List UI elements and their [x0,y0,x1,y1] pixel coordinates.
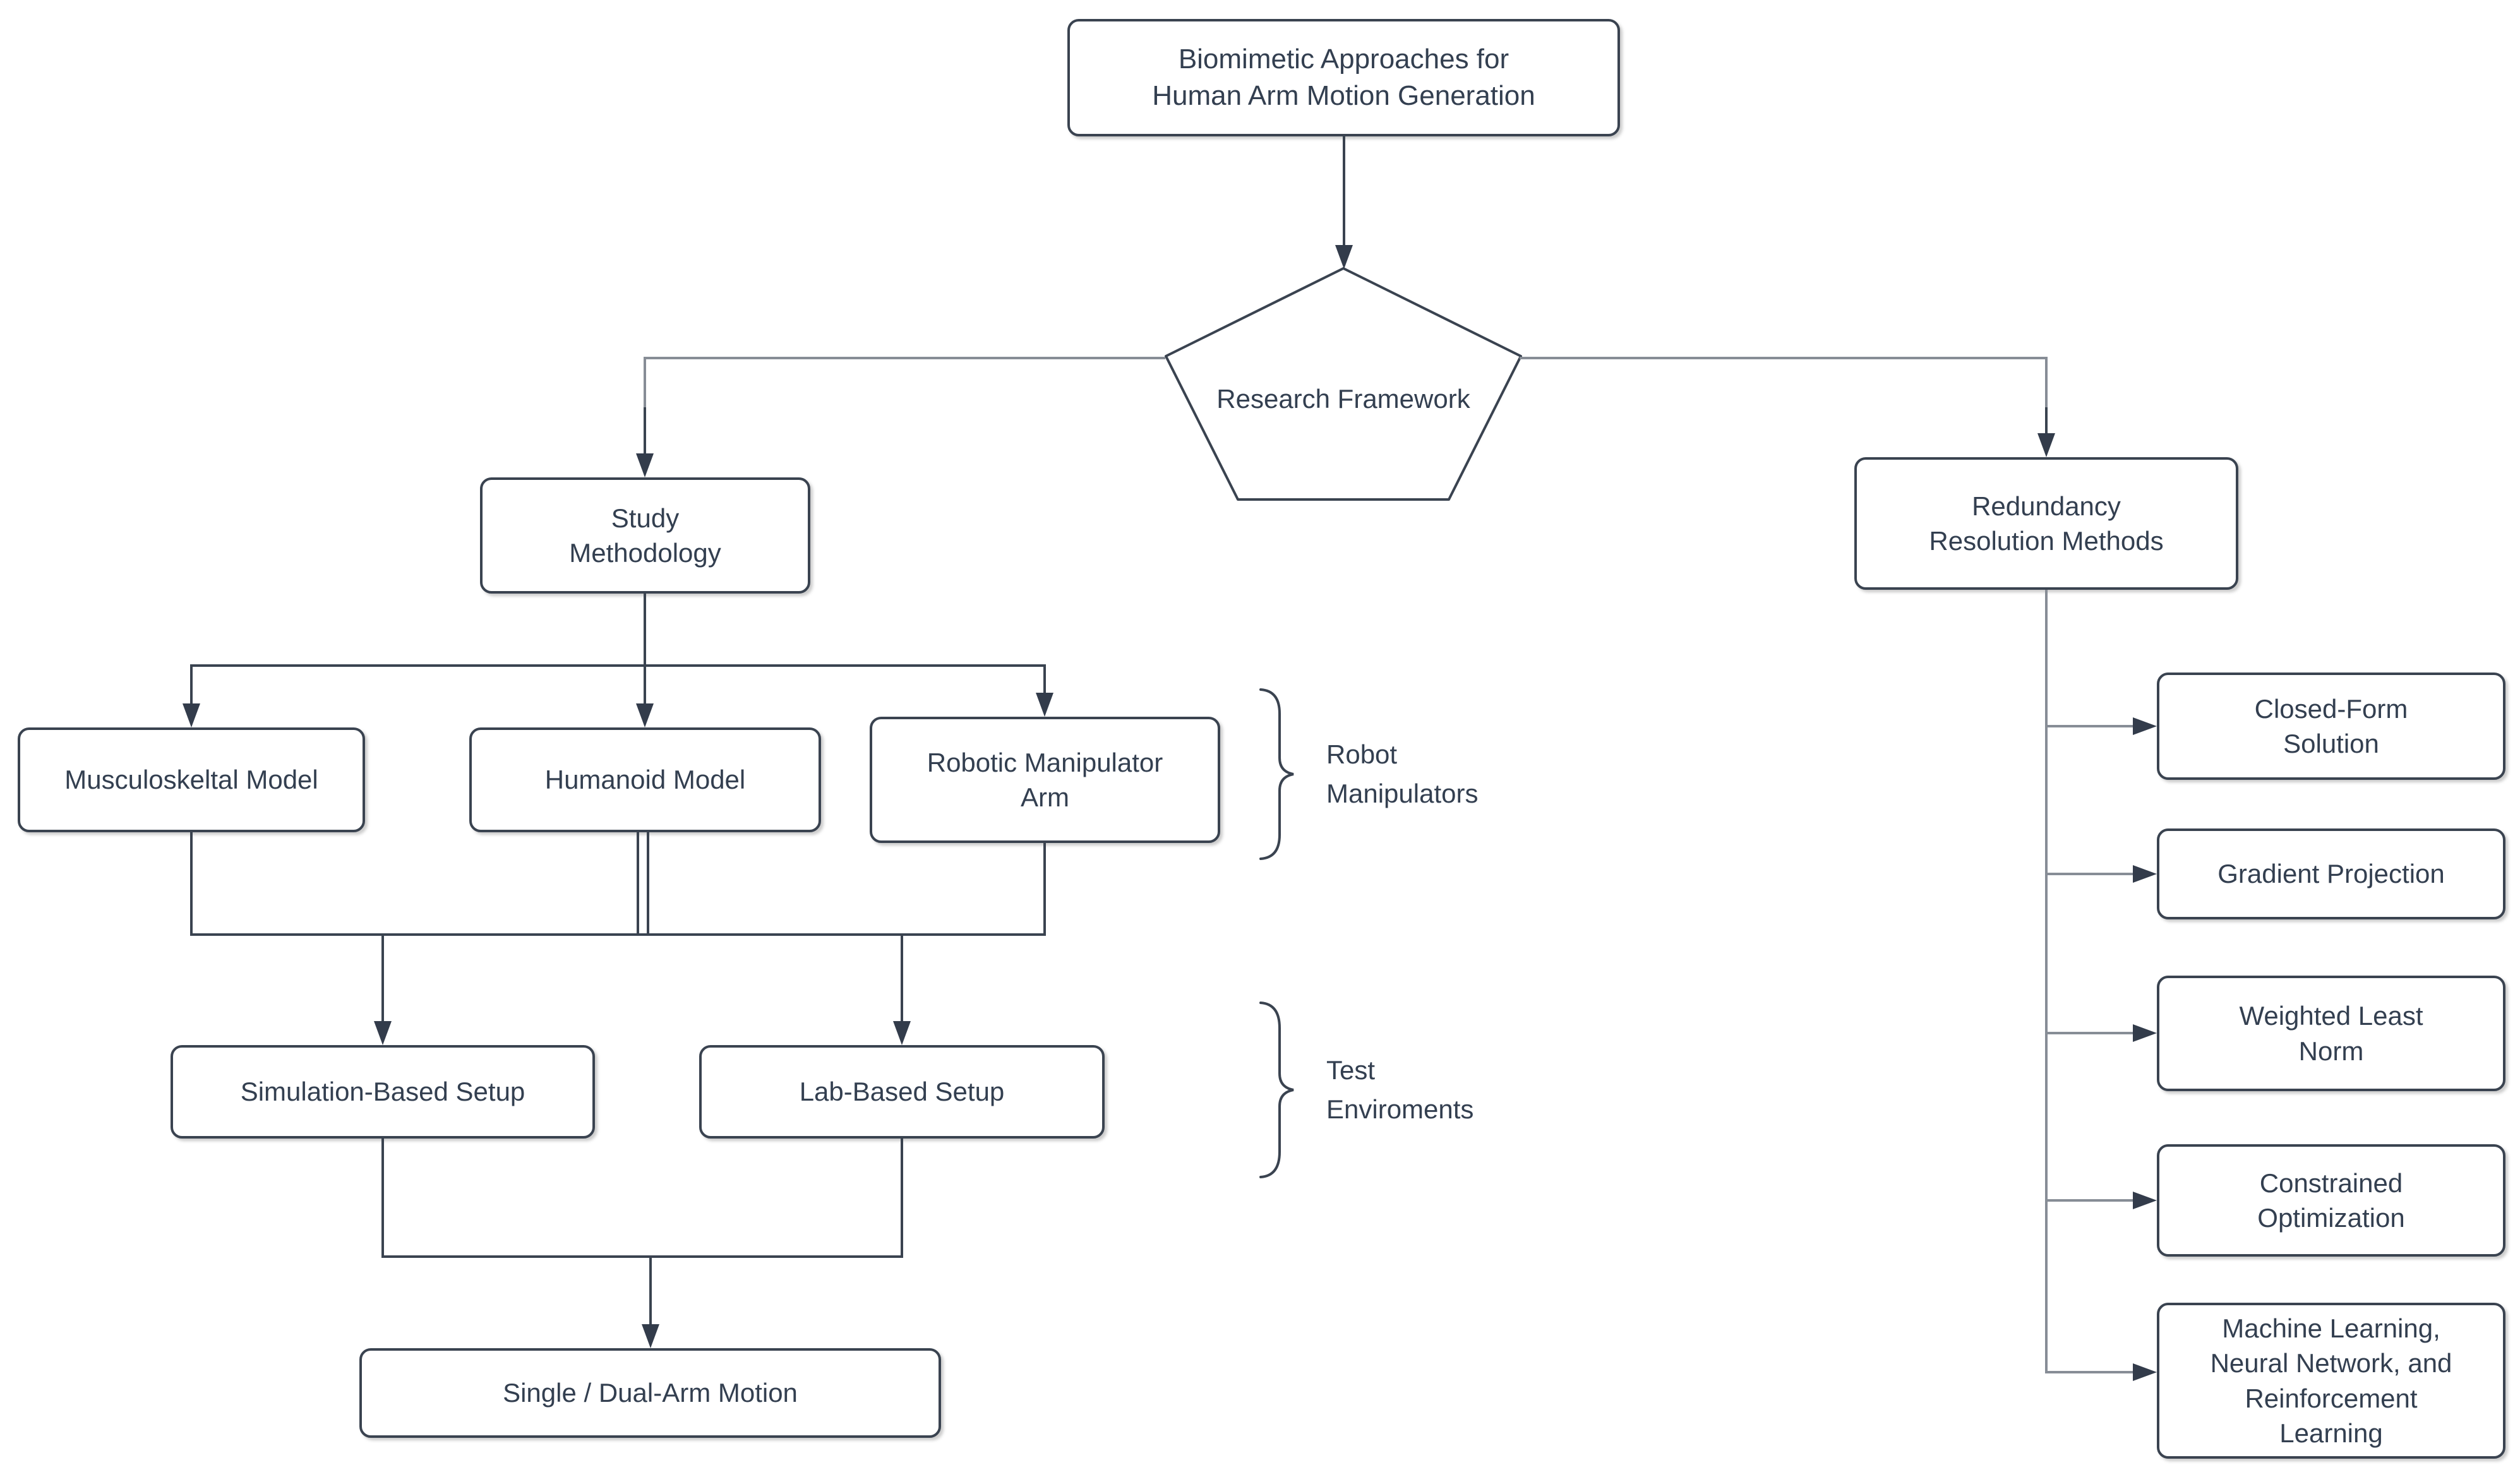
edge-to-robotic-arm [1043,664,1046,694]
edge-pentagon-left-vertical-upper [644,357,646,407]
edge-robotic-arm-down [1043,843,1046,936]
curly-brace-robot-manipulators [1259,688,1294,860]
node-lab-based-setup: Lab-Based Setup [699,1045,1105,1139]
edge-drop-to-lab [901,936,903,1022]
node-machine-learning: Machine Learning, Neural Network, and Re… [2157,1303,2505,1459]
node-weighted-least-norm: Weighted Least Norm [2157,976,2505,1091]
node-redundancy-resolution-methods: Redundancy Resolution Methods [1854,457,2238,590]
edge-title-pentagon [1343,136,1345,246]
node-study-methodology: Study Methodology [480,477,810,594]
node-gradient-projection: Gradient Projection [2157,828,2505,919]
node-single-dual-arm-motion: Single / Dual-Arm Motion [359,1348,941,1438]
edge-branch-closed-form [2046,725,2133,727]
arrowhead-into-gradient-projection [2133,865,2157,883]
edge-study-split-horizontal [190,664,1046,667]
edge-branch-machine-learning [2046,1371,2133,1373]
edge-pentagon-left-vertical-lower [644,407,646,455]
edge-branch-weighted-least-norm [2046,1032,2133,1034]
curly-brace-test-environments [1259,1002,1294,1178]
edge-setups-merge-horizontal [381,1255,903,1258]
edge-study-down [644,594,646,666]
node-robotic-manipulator-arm: Robotic Manipulator Arm [870,717,1220,843]
node-title: Biomimetic Approaches for Human Arm Moti… [1067,19,1620,136]
edge-lab-down [901,1139,903,1258]
node-constrained-optimization: Constrained Optimization [2157,1144,2505,1257]
label-robot-manipulators: Robot Manipulators [1326,739,1479,808]
arrowhead-into-simulation [374,1021,392,1045]
edge-models-merge-horizontal [190,933,1046,936]
edge-simulation-down [381,1139,384,1258]
node-research-framework-label: Research Framework [1216,384,1470,414]
edge-musculoskeletal-down [190,832,193,936]
arrowhead-into-constrained-optimization [2133,1192,2157,1209]
arrowhead-into-closed-form [2133,717,2157,735]
edge-pentagon-right-horizontal [1520,357,2046,359]
node-humanoid-model: Humanoid Model [469,727,821,832]
edge-to-humanoid [644,664,646,705]
arrowhead-into-musculoskeletal [183,703,200,727]
arrowhead-into-pentagon [1335,245,1353,269]
edge-pentagon-right-vertical-lower [2045,407,2048,434]
edge-humanoid-down-right [647,832,649,936]
edge-drop-to-single-dual [649,1258,652,1325]
edge-branch-gradient-projection [2046,873,2133,875]
label-test-environments: Test Enviroments [1326,1055,1474,1124]
node-research-framework: Research Framework [1164,266,1523,501]
node-simulation-based-setup: Simulation-Based Setup [171,1045,595,1139]
arrowhead-into-lab [893,1021,911,1045]
edge-pentagon-right-vertical-upper [2045,357,2048,407]
arrowhead-into-study-methodology [636,453,654,477]
arrowhead-into-weighted-least-norm [2133,1024,2157,1042]
arrowhead-into-redundancy [2037,433,2055,457]
edge-branch-constrained-optimization [2046,1199,2133,1202]
node-closed-form-solution: Closed-Form Solution [2157,673,2505,780]
arrowhead-into-robotic-arm [1036,693,1053,717]
edge-to-musculoskeletal [190,664,193,705]
edge-humanoid-down-left [637,832,639,936]
edge-redundancy-trunk [2045,590,2048,1373]
edge-drop-to-simulation [381,936,384,1022]
edge-pentagon-left-horizontal [645,357,1165,359]
arrowhead-into-single-dual [642,1324,659,1348]
arrowhead-into-humanoid [636,703,654,727]
node-musculoskeletal-model: Musculoskeltal Model [18,727,365,832]
arrowhead-into-machine-learning [2133,1363,2157,1381]
pentagon-shape [1165,267,1522,501]
